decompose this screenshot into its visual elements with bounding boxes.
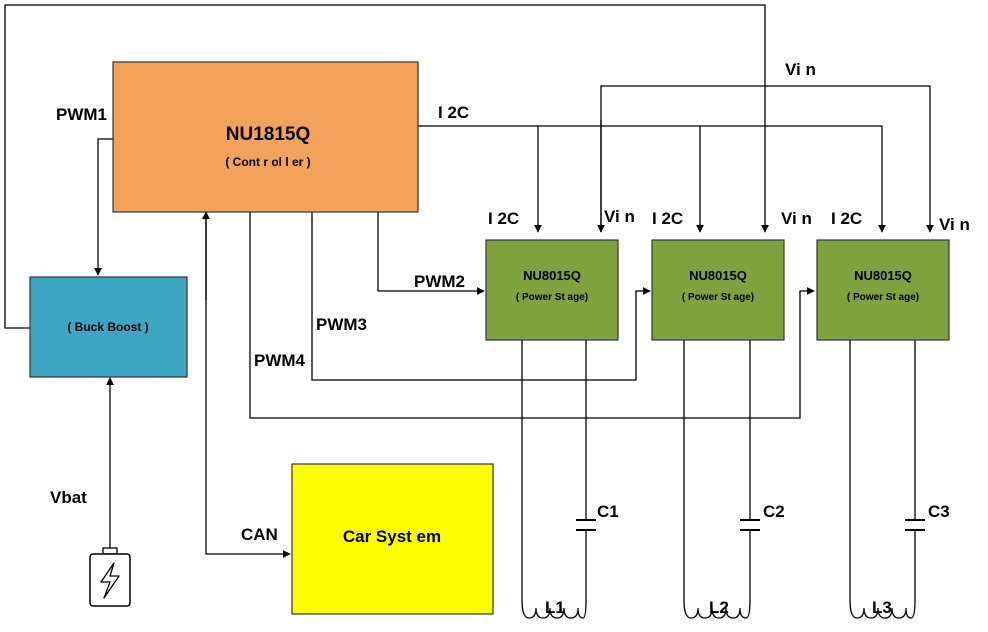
power-stage-1 — [485, 239, 619, 341]
label-i2c-3: I 2C — [831, 209, 862, 228]
car-system-label: Car Syst em — [343, 527, 441, 546]
label-vin-bus: Vi n — [785, 60, 816, 79]
i2c-bus-wire — [418, 125, 886, 233]
power-stage-3 — [816, 239, 950, 341]
label-i2c-1: I 2C — [488, 209, 519, 228]
vin-feed-wire — [4, 4, 769, 329]
buck-boost-label: ( Buck Boost ) — [67, 320, 148, 334]
can-wire — [205, 212, 291, 558]
label-pwm1: PWM1 — [56, 105, 107, 124]
car-system-block — [291, 463, 494, 615]
label-c3: C3 — [928, 502, 950, 521]
label-pwm3: PWM3 — [316, 315, 367, 334]
pwm3-wire — [311, 212, 651, 381]
label-l2: L2 — [709, 598, 729, 617]
power-stage-3-sub: ( Power St age) — [847, 292, 919, 303]
buck-boost-block — [29, 276, 188, 378]
cap-c1 — [576, 519, 596, 531]
inductor-l1 — [521, 599, 587, 619]
controller-block — [112, 61, 419, 213]
label-i2c-2: I 2C — [652, 209, 683, 228]
label-c1: C1 — [597, 502, 619, 521]
power-stage-1-sub: ( Power St age) — [516, 292, 588, 303]
pwm2-wire — [377, 212, 485, 295]
power-stage-3-name: NU8015Q — [854, 268, 912, 283]
pwm4-wire — [249, 212, 815, 419]
pwm1-wire — [94, 138, 113, 276]
inductor-l3 — [849, 599, 916, 619]
inductor-l2 — [683, 599, 751, 619]
label-vbat: Vbat — [50, 488, 87, 507]
power-stage-2-name: NU8015Q — [689, 268, 747, 283]
label-vin-3: Vi n — [939, 215, 970, 234]
cap-c2 — [740, 519, 760, 531]
label-vin-1: Vi n — [604, 207, 635, 226]
controller-sub: ( Cont r ol l er ) — [225, 155, 310, 169]
power-stage-2-sub: ( Power St age) — [682, 292, 754, 303]
power-stage-2 — [651, 239, 785, 341]
battery-bolt-icon — [89, 547, 131, 607]
controller-name: NU1815Q — [226, 124, 311, 145]
label-pwm4: PWM4 — [254, 351, 306, 370]
label-i2c-bus: I 2C — [438, 103, 469, 122]
label-can: CAN — [241, 525, 278, 544]
label-pwm2: PWM2 — [414, 272, 465, 291]
label-l1: L1 — [545, 598, 565, 617]
power-stage-1-name: NU8015Q — [523, 268, 581, 283]
label-vin-2: Vi n — [781, 209, 812, 228]
label-l3: L3 — [872, 598, 892, 617]
label-c2: C2 — [763, 502, 785, 521]
cap-c3 — [905, 519, 925, 531]
